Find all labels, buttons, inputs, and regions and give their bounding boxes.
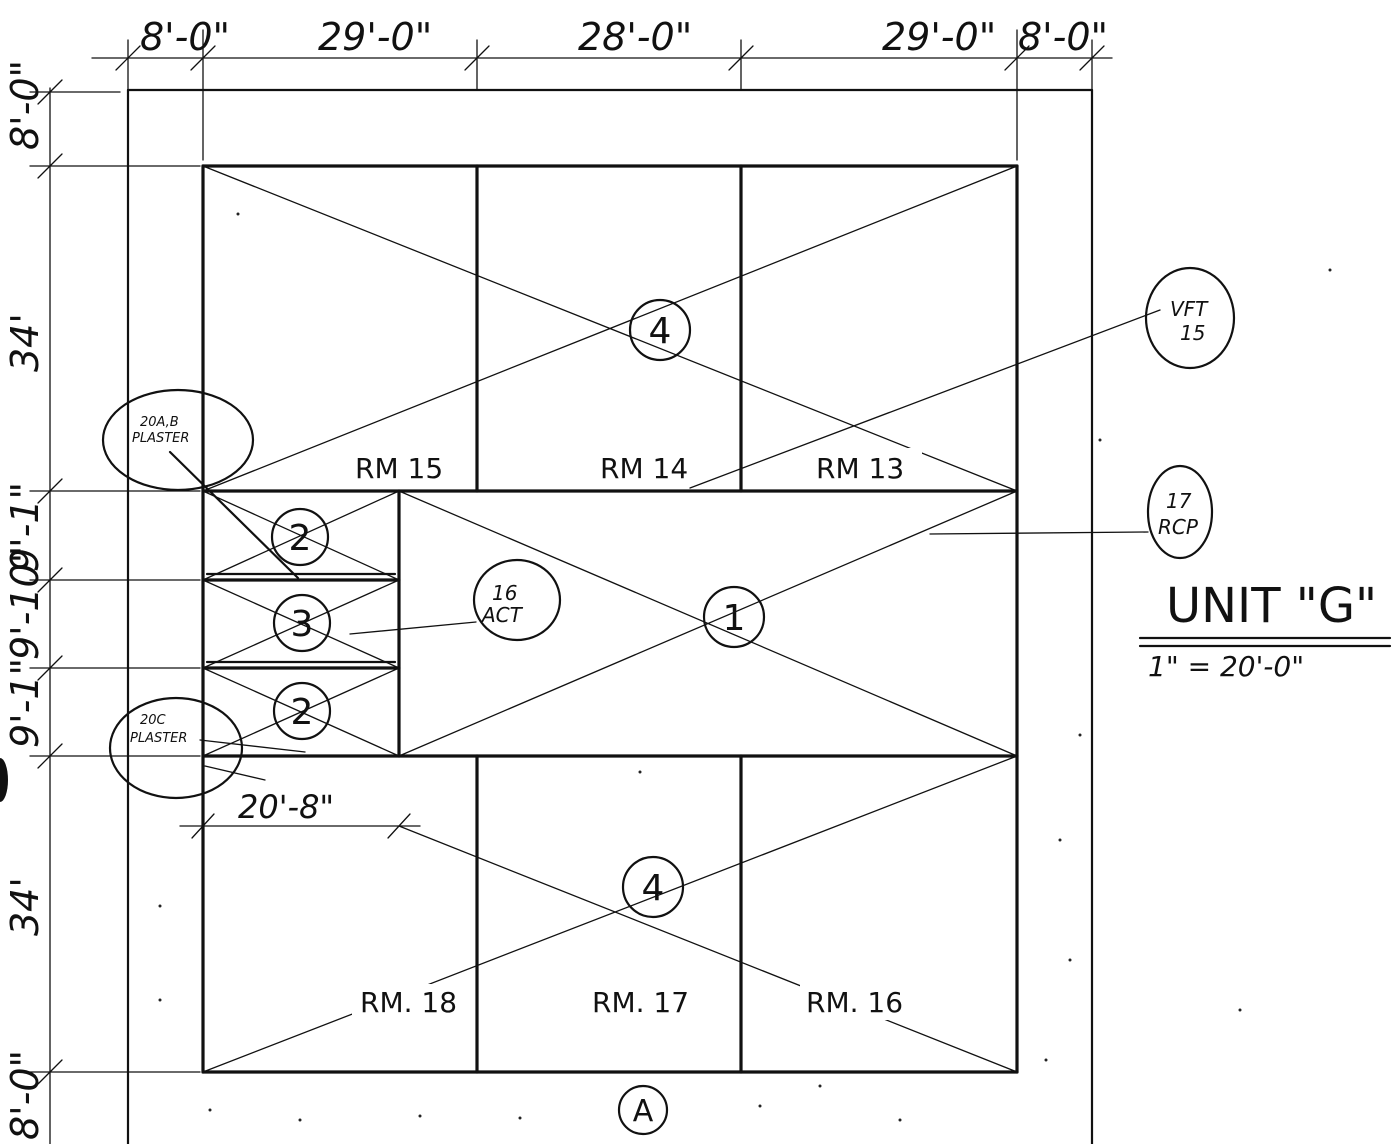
svg-text:17: 17 xyxy=(1166,489,1192,513)
outer-boundary xyxy=(126,88,1094,1144)
dim-left-5: 9'-1" xyxy=(3,658,47,748)
top-dimension-line xyxy=(91,29,1113,161)
room-label-13: RM 13 xyxy=(816,452,904,485)
dim-left-3: 9'-1" xyxy=(3,482,47,572)
binder-hole-mark xyxy=(0,758,8,802)
corridor-width-dim: 20'-8" xyxy=(238,788,334,826)
dim-left-1: 8'-0" xyxy=(3,60,47,150)
drawing-scale: 1" = 20'-0" xyxy=(1148,650,1304,683)
svg-text:3: 3 xyxy=(291,604,314,645)
svg-text:PLASTER: PLASTER xyxy=(132,431,189,446)
svg-text:2: 2 xyxy=(291,692,314,733)
zone-tag-small-lower: 2 xyxy=(272,681,332,741)
svg-text:20A,B: 20A,B xyxy=(140,415,179,430)
title-block: UNIT "G" 1" = 20'-0" xyxy=(1138,578,1392,683)
zone-tag-top: 4 xyxy=(628,298,692,362)
svg-text:RCP: RCP xyxy=(1158,515,1199,539)
grid-marker: A xyxy=(617,1084,669,1136)
dim-left-6: 34' xyxy=(3,877,47,936)
dim-top-4: 29'-0" xyxy=(882,15,996,59)
corridor-dimension xyxy=(179,813,421,839)
dim-left-2: 34' xyxy=(3,313,47,372)
svg-text:A: A xyxy=(633,1094,654,1129)
dim-top-2: 29'-0" xyxy=(318,15,432,59)
svg-text:PLASTER: PLASTER xyxy=(130,731,187,746)
dim-top-3: 28'-0" xyxy=(578,15,692,59)
svg-text:15: 15 xyxy=(1180,321,1205,345)
svg-text:4: 4 xyxy=(649,311,672,352)
dim-top-5: 8'-0" xyxy=(1018,15,1108,59)
building-walls xyxy=(201,164,1019,1074)
svg-text:4: 4 xyxy=(642,868,665,909)
dim-left-7: 8'-0" xyxy=(3,1050,47,1140)
svg-text:2: 2 xyxy=(289,518,312,559)
room-label-18: RM. 18 xyxy=(360,986,457,1019)
note-rcp: 17 RCP xyxy=(929,464,1214,560)
svg-text:ACT: ACT xyxy=(480,603,524,627)
note-act: 16 ACT xyxy=(349,558,562,642)
dim-top-1: 8'-0" xyxy=(140,15,230,59)
zone-tag-center: 1 xyxy=(702,585,766,649)
zone-tag-bottom: 4 xyxy=(621,855,685,919)
unit-title: UNIT "G" xyxy=(1166,578,1377,634)
left-dimension-line xyxy=(29,79,201,1144)
svg-text:VFT: VFT xyxy=(1170,297,1209,321)
svg-text:16: 16 xyxy=(492,581,517,605)
room-label-16: RM. 16 xyxy=(806,986,903,1019)
zone-tag-small-upper: 2 xyxy=(270,507,330,567)
note-plaster-top: 20A,B PLASTER xyxy=(101,388,300,580)
dim-left-4: 9'-10" xyxy=(3,546,47,660)
svg-text:1: 1 xyxy=(723,598,746,639)
svg-text:20C: 20C xyxy=(140,713,167,728)
room-label-15: RM 15 xyxy=(355,452,443,485)
room-label-17: RM. 17 xyxy=(592,986,689,1019)
note-plaster-bottom: 20C PLASTER xyxy=(108,696,306,800)
room-label-14: RM 14 xyxy=(600,452,688,485)
zone-tag-small-middle: 3 xyxy=(272,593,332,653)
zone-diagonals xyxy=(202,165,1018,1073)
note-vft: VFT 15 xyxy=(689,266,1236,489)
scan-speckles xyxy=(158,212,1332,1122)
